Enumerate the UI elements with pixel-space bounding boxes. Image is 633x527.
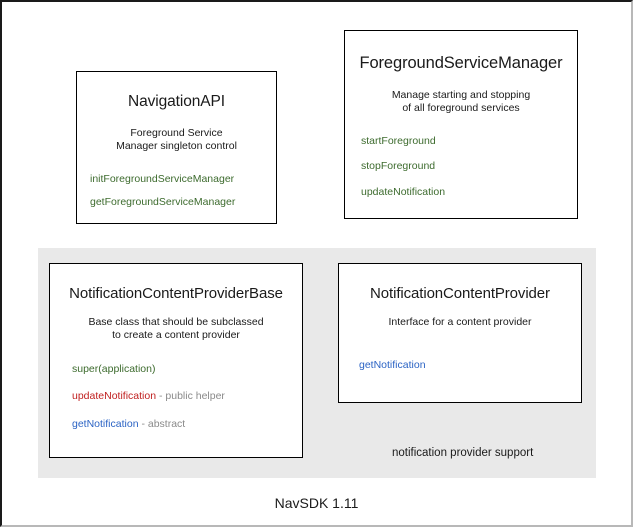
class-description-line: of all foreground services <box>402 102 520 115</box>
class-description-line: Foreground Service <box>130 127 223 139</box>
member-name: super(application) <box>72 362 156 375</box>
member-row[interactable]: initForegroundServiceManager <box>90 174 276 185</box>
member-list-foreground-service-manager: startForeground stopForeground updateNot… <box>361 136 577 198</box>
class-description-navigation-api: Foreground Service Manager singleton con… <box>77 127 276 154</box>
class-description-notification-content-provider-base: Base class that should be subclassed to … <box>50 316 302 343</box>
class-title-notification-content-provider-base: NotificationContentProviderBase <box>69 285 283 302</box>
member-row[interactable]: getNotification - abstract <box>72 419 302 430</box>
class-box-notification-content-provider[interactable]: NotificationContentProvider Interface fo… <box>338 263 582 403</box>
class-box-navigation-api[interactable]: NavigationAPI Foreground Service Manager… <box>76 71 277 224</box>
panel-caption-notification-provider-support: notification provider support <box>392 447 534 459</box>
class-description-foreground-service-manager: Manage starting and stopping of all fore… <box>345 89 577 116</box>
member-name: getNotification <box>359 359 426 372</box>
member-list-notification-content-provider-base: super(application) updateNotification - … <box>72 364 302 430</box>
member-list-notification-content-provider: getNotification <box>359 360 581 371</box>
class-description-notification-content-provider: Interface for a content provider <box>339 316 581 329</box>
class-title-navigation-api: NavigationAPI <box>128 93 225 110</box>
class-box-foreground-service-manager[interactable]: ForegroundServiceManager Manage starting… <box>344 30 578 219</box>
member-name: stopForeground <box>361 160 436 173</box>
class-box-notification-content-provider-base[interactable]: NotificationContentProviderBase Base cla… <box>49 263 303 458</box>
footer-version-label: NavSDK 1.11 <box>274 495 359 511</box>
class-description-line: Base class that should be subclassed <box>88 316 264 328</box>
member-name: getForegroundServiceManager <box>90 196 236 209</box>
class-description-line: Interface for a content provider <box>388 316 532 328</box>
member-list-navigation-api: initForegroundServiceManager getForegrou… <box>90 174 276 208</box>
member-row[interactable]: stopForeground <box>361 161 577 172</box>
member-row[interactable]: getForegroundServiceManager <box>90 197 276 208</box>
member-note: - public helper <box>156 390 225 403</box>
member-name: updateNotification <box>72 390 157 403</box>
member-name: updateNotification <box>361 185 446 198</box>
class-description-line: Manager singleton control <box>116 140 237 153</box>
class-description-line: Manage starting and stopping <box>391 89 531 101</box>
member-row[interactable]: startForeground <box>361 136 577 147</box>
class-title-foreground-service-manager: ForegroundServiceManager <box>359 54 563 72</box>
member-note: - abstract <box>138 417 186 430</box>
member-name: startForeground <box>361 134 436 147</box>
member-row[interactable]: updateNotification - public helper <box>72 391 302 402</box>
member-name: initForegroundServiceManager <box>90 172 235 185</box>
member-row[interactable]: super(application) <box>72 364 302 375</box>
member-row[interactable]: getNotification <box>359 360 581 371</box>
member-row[interactable]: updateNotification <box>361 187 577 198</box>
member-name: getNotification <box>72 417 139 430</box>
class-title-notification-content-provider: NotificationContentProvider <box>370 285 550 302</box>
class-description-line: to create a content provider <box>112 329 240 342</box>
